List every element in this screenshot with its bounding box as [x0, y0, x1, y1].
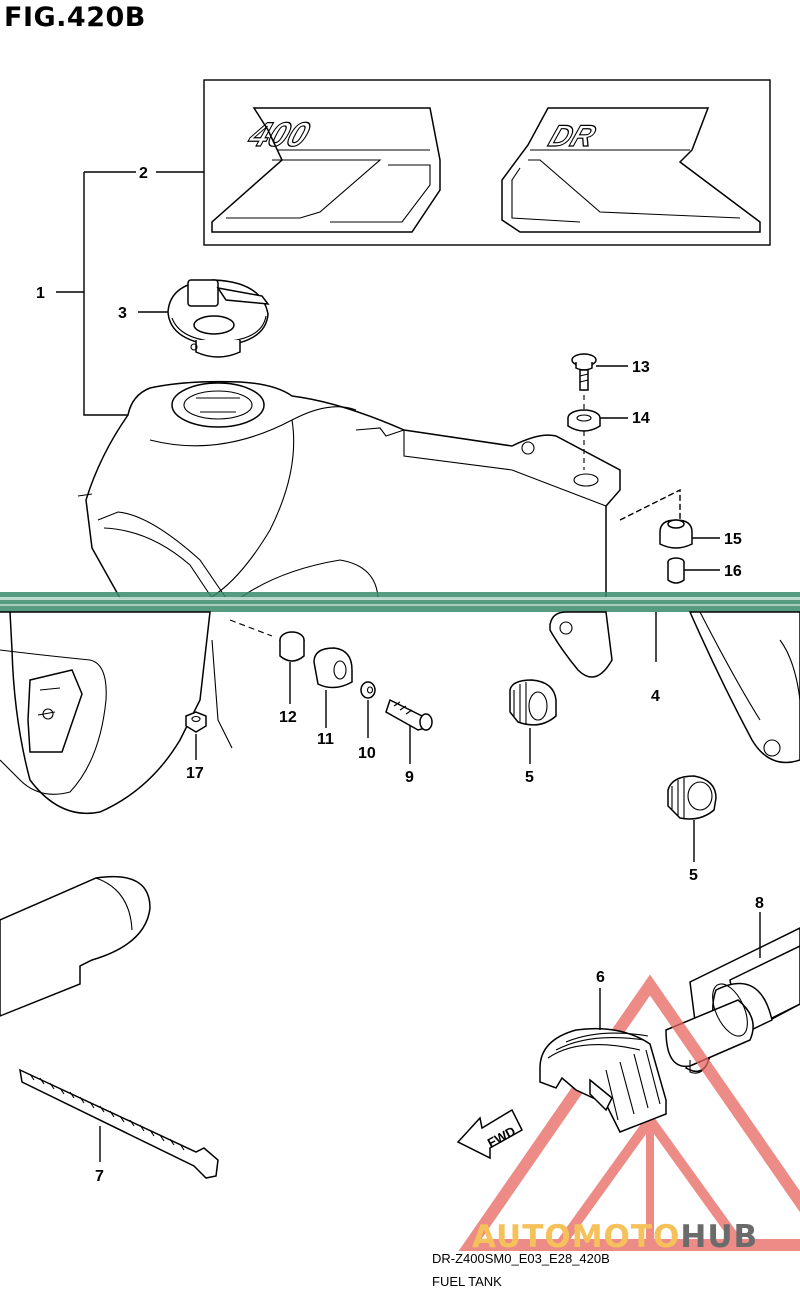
cushion-15 — [659, 519, 693, 549]
callout-11: 11 — [317, 731, 334, 748]
decal-right — [501, 107, 761, 233]
hose-left — [0, 875, 151, 1017]
nut-17 — [185, 711, 207, 733]
scan-band — [0, 592, 800, 612]
hose-8 — [665, 927, 800, 1074]
cushion-12 — [279, 631, 305, 662]
fuel-tank — [77, 380, 621, 599]
bolt-9 — [385, 698, 433, 731]
cushion-11 — [313, 647, 353, 689]
grommet-14 — [567, 409, 601, 432]
cushion-5b — [667, 775, 717, 820]
watermark-text: AUTOMOTOHUB — [472, 1219, 758, 1255]
damper-6 — [539, 1027, 667, 1133]
callout-6: 6 — [596, 969, 605, 986]
callout-16: 16 — [724, 563, 742, 580]
callout-10: 10 — [358, 745, 376, 762]
callout-17: 17 — [186, 765, 204, 782]
callout-9: 9 — [405, 769, 414, 786]
collar-16 — [667, 557, 685, 584]
decal-set: 400 DR — [203, 79, 771, 246]
decal-frame — [203, 79, 771, 246]
callout-3: 3 — [118, 305, 127, 322]
tank-lower — [0, 611, 273, 815]
leader-1-2 — [83, 172, 128, 416]
callout-8: 8 — [755, 895, 764, 912]
callout-7: 7 — [95, 1168, 104, 1185]
washer-10 — [360, 681, 376, 699]
callout-1: 1 — [36, 285, 45, 302]
callout-2: 2 — [139, 165, 148, 182]
callout-15: 15 — [724, 531, 742, 548]
watermark-text-part2: HUB — [680, 1219, 759, 1255]
callout-13: 13 — [632, 359, 650, 376]
watermark-text-part1: AUTOMOTO — [472, 1219, 681, 1255]
callout-14: 14 — [632, 410, 650, 427]
callout-4: 4 — [651, 688, 660, 705]
figure-title: FIG.420B — [4, 2, 146, 33]
decal-left — [211, 107, 441, 233]
callout-5b: 5 — [689, 867, 698, 884]
model-code: DR-Z400SM0_E03_E28_420B — [432, 1251, 610, 1266]
fwd-arrow: FWD — [456, 1108, 523, 1160]
fuel-cap — [167, 279, 270, 358]
callout-12: 12 — [279, 709, 297, 726]
bolt-13 — [571, 353, 597, 391]
cushion-5a — [509, 679, 557, 726]
callout-5a: 5 — [525, 769, 534, 786]
frame-bracket — [549, 611, 800, 764]
diagram-caption: FUEL TANK — [432, 1274, 502, 1289]
cable-tie-7 — [19, 1068, 219, 1179]
